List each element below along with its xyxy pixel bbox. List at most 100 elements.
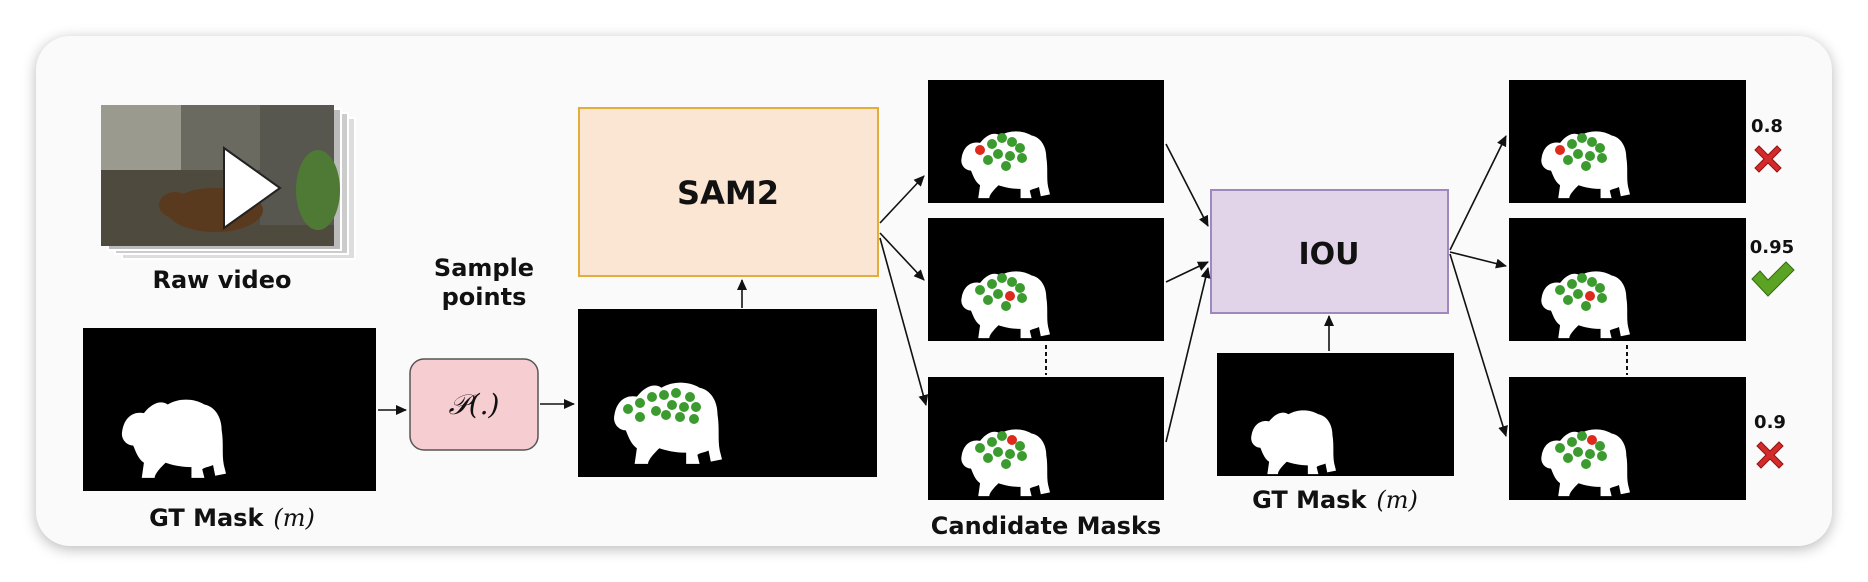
prompt-point	[1573, 447, 1583, 457]
raw-video-stack	[101, 105, 356, 260]
prompt-point	[1005, 449, 1015, 459]
prompt-point	[1585, 291, 1595, 301]
prompt-point	[1573, 149, 1583, 159]
prompt-point	[997, 133, 1007, 143]
sampled-point	[689, 414, 699, 424]
sample-points-label-line2: points	[442, 283, 527, 311]
prompt-point	[1577, 133, 1587, 143]
prompt-point	[1563, 155, 1573, 165]
prompt-point	[1567, 437, 1577, 447]
prompt-point	[1587, 277, 1597, 287]
raw-video-label: Raw video	[152, 266, 291, 294]
sampler-label: 𝒫(.)	[449, 388, 500, 421]
prompt-point	[1577, 273, 1587, 283]
prompt-point	[1015, 441, 1025, 451]
scored-mask-2	[1509, 218, 1746, 341]
sam2-box	[578, 107, 879, 277]
prompt-point	[1573, 289, 1583, 299]
arrow-sam2-to-candidate-2	[879, 232, 925, 281]
prompt-point	[1567, 139, 1577, 149]
iou-label: IOU	[1298, 237, 1359, 272]
prompt-point	[1581, 161, 1591, 171]
flow-arrows	[378, 135, 1508, 443]
play-icon[interactable]	[223, 146, 282, 230]
arrow-sam2-to-candidate-1	[879, 175, 925, 224]
cross-icon	[1756, 441, 1784, 469]
checkmark-icon	[1751, 261, 1795, 297]
gt-mask-reference	[1217, 353, 1454, 476]
arrow-iou-to-scored-2	[1449, 251, 1507, 269]
candidate-masks	[928, 80, 1164, 500]
arrow-candidate-1-to-iou	[1165, 143, 1209, 227]
sam2-label: SAM2	[677, 174, 779, 212]
prompt-point	[1595, 283, 1605, 293]
prompt-point	[1595, 441, 1605, 451]
prompt-point	[1597, 153, 1607, 163]
arrow-candidate-3-to-iou	[1165, 267, 1211, 443]
prompt-point	[1555, 145, 1565, 155]
prompt-point	[1563, 295, 1573, 305]
prompt-point	[1595, 143, 1605, 153]
prompt-point	[993, 289, 1003, 299]
prompt-point	[1597, 451, 1607, 461]
scored-mask-3	[1509, 377, 1746, 500]
prompt-point	[997, 273, 1007, 283]
prompt-point	[975, 145, 985, 155]
sampled-point	[635, 412, 645, 422]
sampled-point	[679, 402, 689, 412]
prompt-point	[1585, 449, 1595, 459]
prompt-point	[1581, 459, 1591, 469]
sample-points-label-line1: Sample	[434, 254, 534, 282]
arrow-candidate-2-to-iou	[1165, 261, 1209, 283]
prompt-point	[1005, 291, 1015, 301]
prompt-point	[975, 285, 985, 295]
prompt-point	[993, 447, 1003, 457]
arrow-sam2-to-candidate-3	[879, 237, 929, 406]
prompt-point	[997, 431, 1007, 441]
prompt-point	[1581, 301, 1591, 311]
prompt-point	[1005, 151, 1015, 161]
prompt-point	[987, 279, 997, 289]
prompt-point	[983, 295, 993, 305]
prompt-point	[1585, 151, 1595, 161]
gt-mask-reference-caption: GT Mask(m)	[1252, 486, 1418, 514]
sampled-point	[635, 398, 645, 408]
prompt-point	[1007, 137, 1017, 147]
prompt-point	[1017, 451, 1027, 461]
prompt-point	[1001, 301, 1011, 311]
prompt-point	[1017, 153, 1027, 163]
sampled-point	[691, 402, 701, 412]
sampled-points	[623, 388, 701, 424]
prompt-point	[1563, 453, 1573, 463]
raw-video-thumbnail	[101, 105, 340, 246]
arrow-iou-to-scored-1	[1449, 135, 1507, 251]
sampled-point	[671, 388, 681, 398]
prompt-point	[983, 453, 993, 463]
arrow-iou-to-scored-3	[1449, 253, 1508, 437]
prompt-point	[1017, 293, 1027, 303]
prompt-point	[987, 139, 997, 149]
sampled-point	[647, 392, 657, 402]
scored-masks	[1509, 80, 1746, 500]
score-label-2: 0.95	[1750, 237, 1794, 258]
prompt-point	[1007, 277, 1017, 287]
prompt-point	[987, 437, 997, 447]
prompt-point	[1007, 435, 1017, 445]
prompt-point	[993, 149, 1003, 159]
sampled-points-mask	[578, 309, 877, 477]
prompt-point	[1001, 161, 1011, 171]
prompt-point	[1001, 459, 1011, 469]
prompt-point	[975, 443, 985, 453]
prompt-point	[1587, 137, 1597, 147]
prompt-point	[1555, 443, 1565, 453]
sampler-box	[409, 358, 539, 451]
score-label-1: 0.8	[1751, 116, 1783, 137]
iou-box	[1210, 189, 1449, 314]
prompt-point	[1555, 285, 1565, 295]
sampled-point	[659, 390, 669, 400]
prompt-point	[1567, 279, 1577, 289]
sampled-point	[685, 392, 695, 402]
prompt-point	[1015, 283, 1025, 293]
prompt-point	[1577, 431, 1587, 441]
prompt-point	[1597, 293, 1607, 303]
